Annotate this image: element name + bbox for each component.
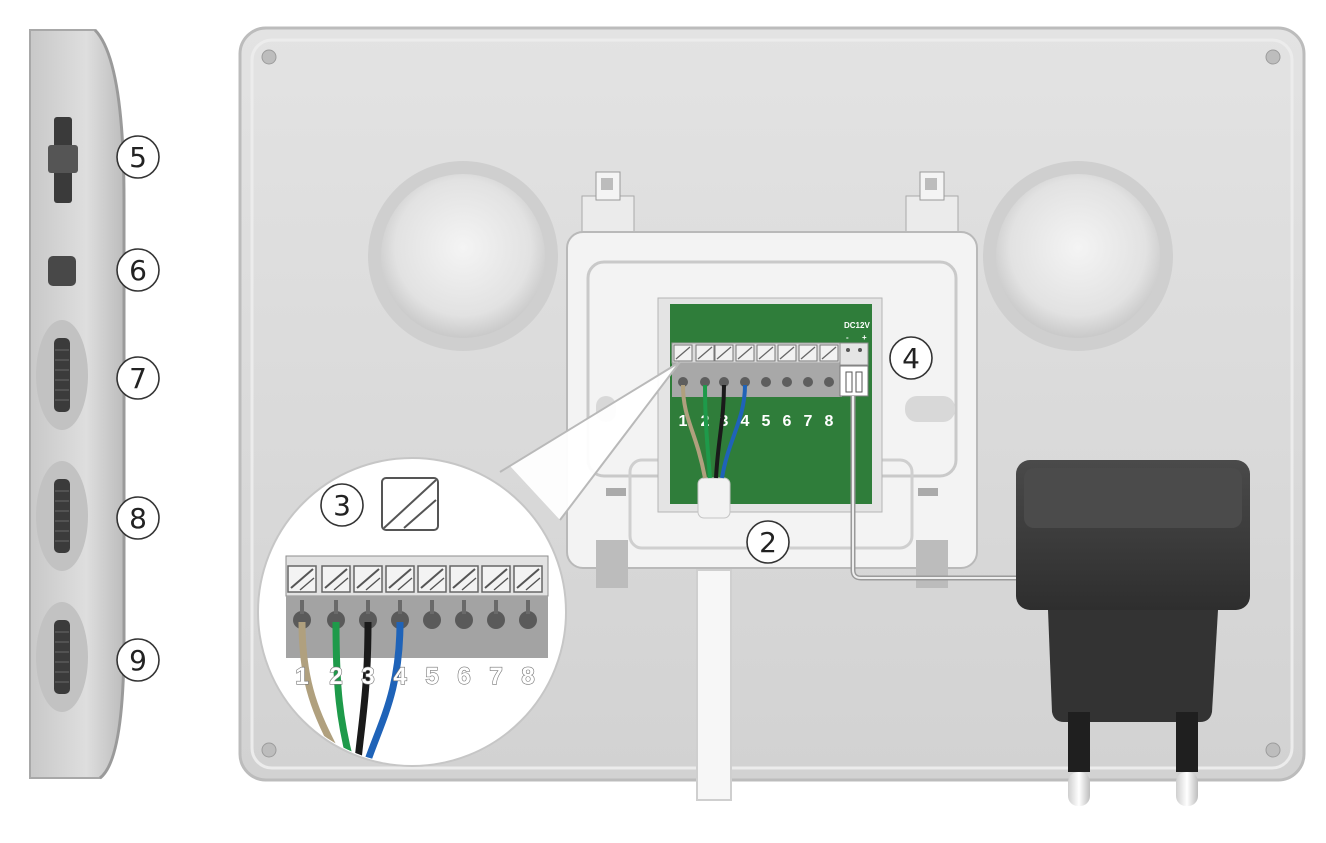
callout-2: 2 <box>746 520 790 564</box>
terminal-row <box>673 344 839 387</box>
terminal-number: 7 <box>804 413 813 430</box>
screw-hole <box>1265 742 1281 758</box>
terminal-slot <box>756 344 776 387</box>
wire-4-zoomed <box>364 621 404 762</box>
terminal-number-zoomed: 2 <box>329 663 342 690</box>
plug-pin <box>1176 712 1198 806</box>
wire-3-zoomed <box>354 621 372 761</box>
callout-3: 3 <box>320 483 364 527</box>
terminal-slot <box>735 344 755 387</box>
screw-hole <box>261 742 277 758</box>
terminal-number: 5 <box>762 413 771 430</box>
terminal-number-zoomed: 4 <box>393 663 407 690</box>
push-button-control <box>48 256 76 286</box>
terminal-number: 4 <box>741 413 750 430</box>
terminal-slot <box>798 344 818 387</box>
callout-8: 8 <box>116 496 160 540</box>
screwdriver-slot-icon <box>381 477 439 531</box>
dc-power-label: DC12V <box>844 321 870 330</box>
callout-number: 7 <box>129 362 147 395</box>
callout-number: 3 <box>333 489 351 522</box>
terminal-number-zoomed: 5 <box>425 663 438 690</box>
screw-hole <box>1265 49 1281 65</box>
polarity-minus-label: - <box>846 333 849 342</box>
terminal-slot-zoomed <box>353 565 383 629</box>
terminal-slot-zoomed <box>481 565 511 629</box>
terminal-number: 1 <box>679 413 688 430</box>
plug-pin <box>1068 712 1090 806</box>
cable-conduit <box>696 569 732 801</box>
callout-7: 7 <box>116 356 160 400</box>
terminal-slot-zoomed <box>417 565 447 629</box>
speaker-right <box>983 161 1173 351</box>
terminal-number-zoomed: 1 <box>295 663 308 690</box>
terminal-slot-zoomed <box>513 565 543 629</box>
terminal-number-zoomed: 7 <box>489 663 502 690</box>
terminal-slot-zoomed <box>449 565 479 629</box>
wire-3 <box>714 384 726 479</box>
terminal-slot <box>695 344 715 387</box>
terminal-slot <box>777 344 797 387</box>
callout-number: 5 <box>129 141 147 174</box>
terminal-number: 6 <box>783 413 792 430</box>
callout-9: 9 <box>116 638 160 682</box>
terminal-slot <box>673 344 693 387</box>
wire-1 <box>681 384 707 479</box>
terminal-slot-zoomed <box>385 565 415 629</box>
callout-4: 4 <box>889 336 933 380</box>
wheel-control-8 <box>36 461 88 571</box>
terminal-row-zoomed <box>287 565 543 629</box>
screw-hole <box>261 49 277 65</box>
terminal-slot <box>714 344 734 387</box>
wire-4 <box>720 384 747 479</box>
speaker-left <box>368 161 558 351</box>
power-adapter <box>1016 460 1250 806</box>
terminal-number: 8 <box>825 413 834 430</box>
wire-2 <box>703 384 712 479</box>
callout-number: 9 <box>129 644 147 677</box>
callout-number: 6 <box>129 254 147 287</box>
terminal-slot-zoomed <box>287 565 317 629</box>
terminal-slot <box>819 344 839 387</box>
callout-number: 2 <box>759 526 777 559</box>
side-view <box>29 28 126 780</box>
wheel-control-7 <box>36 320 88 430</box>
cable-grommet <box>697 477 731 519</box>
wire-2-zoomed <box>332 621 354 761</box>
terminal-number-zoomed: 6 <box>457 663 470 690</box>
polarity-plus-label: + <box>862 333 867 342</box>
wheel-control-9 <box>36 602 88 712</box>
callout-6: 6 <box>116 248 160 292</box>
slide-switch-control <box>48 117 78 203</box>
terminal-number-zoomed: 3 <box>361 663 374 690</box>
terminal-number: 3 <box>720 413 729 430</box>
callout-5: 5 <box>116 135 160 179</box>
terminal-slot-zoomed <box>321 565 351 629</box>
terminal-number-zoomed: 8 <box>521 663 534 690</box>
callout-number: 4 <box>902 342 920 375</box>
callout-number: 8 <box>129 502 147 535</box>
